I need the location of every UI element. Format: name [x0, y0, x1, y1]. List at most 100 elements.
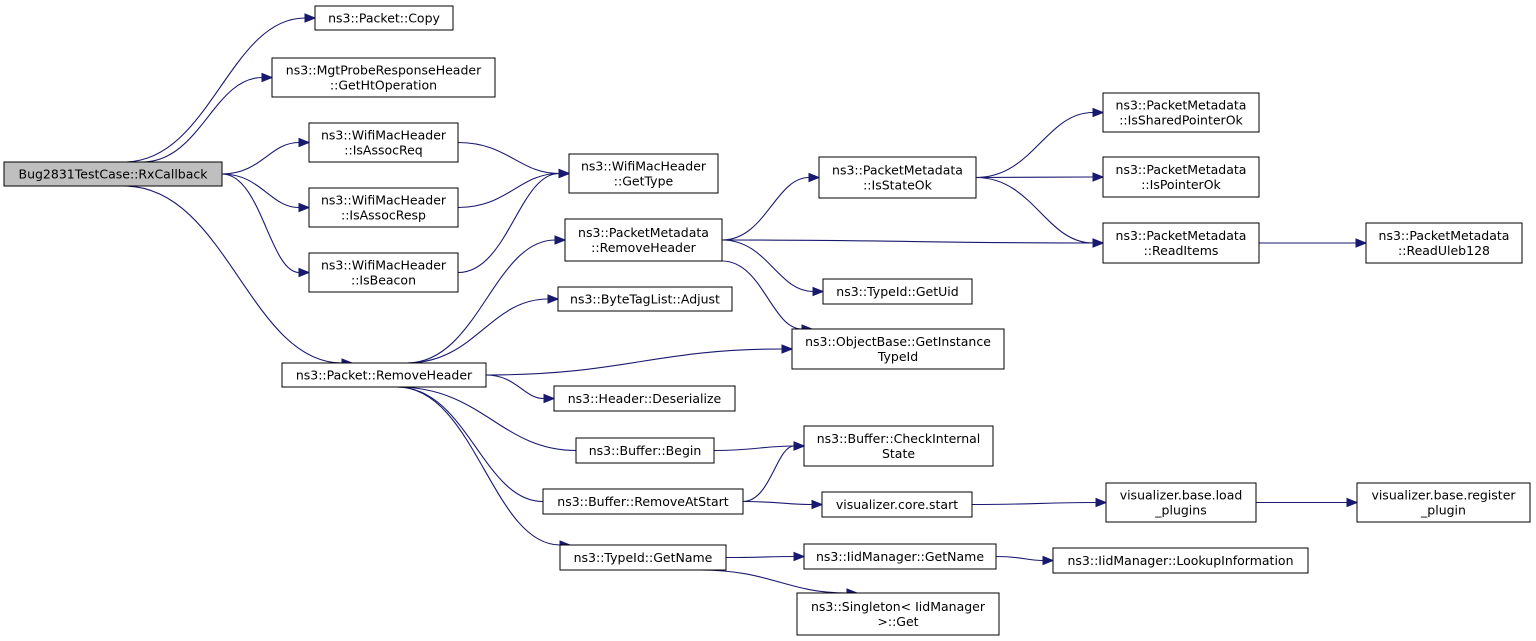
arrowhead: [1092, 238, 1105, 248]
node-box: [818, 156, 977, 199]
node-label-line: ns3::Buffer::CheckInternal: [817, 431, 981, 446]
node-label-line: Bug2831TestCase::RxCallback: [19, 167, 209, 182]
edge-line: [406, 239, 556, 364]
arrowhead: [554, 235, 567, 245]
edge-pkt-removeheader-to-header-deser: [485, 374, 556, 404]
node-box: [1052, 547, 1309, 574]
edge-line: [971, 501, 1097, 506]
edge-line: [396, 386, 577, 452]
node-label-line: ::IsAssocReq: [344, 143, 422, 158]
edge-pkt-removeheader-to-objbase-getinst: [485, 344, 794, 376]
node-box: [271, 57, 496, 98]
node-btl-adjust[interactable]: ns3::ByteTagList::Adjust: [557, 286, 733, 312]
node-box: [557, 286, 733, 312]
arrowhead: [304, 13, 317, 23]
node-label-line: ns3::MgtProbeResponseHeader: [286, 63, 482, 78]
edge-pm-removeheader-to-typeid-getuid: [721, 239, 825, 297]
node-box: [3, 161, 223, 187]
edge-line: [123, 17, 306, 163]
node-label-line: ::IsStateOk: [863, 178, 933, 193]
node-box: [308, 122, 459, 163]
node-box: [796, 592, 1000, 636]
node-iid-getname[interactable]: ns3::IidManager::GetName: [803, 543, 997, 570]
node-label-line: ns3::Buffer::Begin: [589, 443, 702, 458]
edge-line: [721, 239, 1094, 244]
node-label-line: ns3::Packet::Copy: [328, 11, 440, 26]
node-label-line: ns3::ObjectBase::GetInstance: [805, 334, 991, 349]
edge-pm-removeheader-to-pm-readitems: [721, 238, 1105, 248]
node-vis-register-plugin[interactable]: visualizer.base.register_plugin: [1356, 482, 1531, 523]
node-pkt-copy[interactable]: ns3::Packet::Copy: [314, 5, 454, 31]
arrowhead: [781, 344, 794, 354]
edge-root-to-wmh-req: [221, 137, 311, 175]
node-label-line: ns3::ByteTagList::Adjust: [570, 292, 720, 307]
node-typeid-getname[interactable]: ns3::TypeId::GetName: [559, 544, 727, 571]
node-box: [553, 385, 736, 412]
node-wmh-req[interactable]: ns3::WifiMacHeader::IsAssocReq: [308, 122, 459, 163]
node-pkt-removeheader[interactable]: ns3::Packet::RemoveHeader: [281, 362, 487, 388]
node-box: [803, 543, 997, 570]
node-wmh-beacon[interactable]: ns3::WifiMacHeader::IsBeacon: [308, 252, 459, 293]
node-label-line: >::Get: [877, 614, 918, 629]
edge-line: [457, 141, 560, 175]
node-box: [308, 187, 459, 228]
edge-vis-core-start-to-vis-load-plugins: [971, 497, 1108, 508]
node-box: [542, 488, 744, 515]
node-buf-begin[interactable]: ns3::Buffer::Begin: [575, 437, 715, 464]
edge-line: [742, 445, 795, 503]
node-box: [281, 362, 487, 388]
node-pm-readitems[interactable]: ns3::PacketMetadata::ReadItems: [1102, 222, 1260, 264]
edge-iid-getname-to-iid-lookup: [995, 555, 1055, 566]
node-label-line: ns3::PacketMetadata: [1116, 228, 1247, 243]
node-iid-lookup[interactable]: ns3::IidManager::LookupInformation: [1052, 547, 1309, 574]
node-label-line: ns3::Buffer::RemoveAtStart: [557, 494, 729, 509]
node-box: [564, 218, 723, 262]
node-label-line: visualizer.base.register: [1371, 488, 1516, 503]
node-header-deser[interactable]: ns3::Header::Deserialize: [553, 385, 736, 412]
node-label-line: ns3::PacketMetadata: [1116, 162, 1247, 177]
node-label-line: ::ReadUleb128: [1398, 243, 1490, 258]
node-label-line: ns3::Packet::RemoveHeader: [296, 368, 473, 383]
node-label-line: TypeId: [877, 349, 918, 364]
edges-layer: [123, 13, 1368, 598]
node-buf-removeatstart[interactable]: ns3::Buffer::RemoveAtStart: [542, 488, 744, 515]
node-singleton-get[interactable]: ns3::Singleton< IidManager>::Get: [796, 592, 1000, 636]
node-label-line: ns3::Header::Deserialize: [568, 391, 722, 406]
nodes-layer: Bug2831TestCase::RxCallbackns3::Packet::…: [3, 5, 1531, 636]
node-pm-issharedptr[interactable]: ns3::PacketMetadata::IsSharedPointerOk: [1102, 92, 1260, 133]
node-pm-isstateok[interactable]: ns3::PacketMetadata::IsStateOk: [818, 156, 977, 199]
node-label-line: ns3::WifiMacHeader: [321, 193, 447, 208]
node-label-line: ns3::WifiMacHeader: [321, 128, 447, 143]
node-label-line: ::IsPointerOk: [1141, 177, 1221, 192]
edge-line: [123, 185, 343, 364]
edge-line: [975, 176, 1094, 179]
arrowhead: [543, 393, 556, 404]
node-pm-removeheader[interactable]: ns3::PacketMetadata::RemoveHeader: [564, 218, 723, 262]
node-root[interactable]: Bug2831TestCase::RxCallback: [3, 161, 223, 187]
node-wmh-gettype[interactable]: ns3::WifiMacHeader::GetType: [568, 153, 719, 194]
edge-line: [721, 239, 814, 293]
node-vis-core-start[interactable]: visualizer.core.start: [821, 491, 973, 518]
node-box: [308, 252, 459, 293]
arrowhead: [1092, 107, 1105, 118]
node-wmh-resp[interactable]: ns3::WifiMacHeader::IsAssocResp: [308, 187, 459, 228]
node-vis-load-plugins[interactable]: visualizer.base.load_plugins: [1105, 482, 1257, 523]
node-label-line: ns3::TypeId::GetName: [574, 550, 713, 565]
node-pm-readuleb[interactable]: ns3::PacketMetadata::ReadUleb128: [1365, 222, 1523, 264]
edge-line: [995, 555, 1044, 562]
edge-pm-isstateok-to-pm-isptrok: [975, 172, 1105, 182]
edge-line: [457, 172, 560, 209]
node-pm-isptrok[interactable]: ns3::PacketMetadata::IsPointerOk: [1102, 156, 1260, 198]
node-mgt-ht[interactable]: ns3::MgtProbeResponseHeader::GetHtOperat…: [271, 57, 496, 98]
edge-line: [975, 176, 1094, 244]
edge-wmh-beacon-to-wmh-gettype: [457, 168, 571, 274]
node-label-line: ns3::PacketMetadata: [578, 225, 709, 240]
node-label-line: ns3::PacketMetadata: [832, 163, 963, 178]
node-label-line: ns3::TypeId::GetUid: [836, 284, 958, 299]
edge-wmh-resp-to-wmh-gettype: [457, 168, 571, 209]
node-typeid-getuid[interactable]: ns3::TypeId::GetUid: [822, 278, 973, 305]
arrowhead: [812, 286, 825, 297]
node-label-line: State: [882, 446, 915, 461]
